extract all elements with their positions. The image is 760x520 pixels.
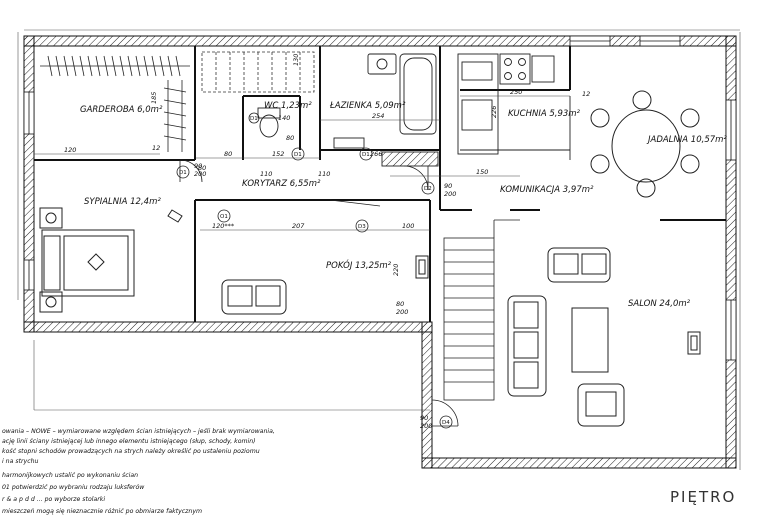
door-tag-2: D1 bbox=[294, 152, 302, 158]
dim-80c: 80 bbox=[396, 300, 404, 308]
door-swings bbox=[179, 159, 459, 427]
dim-80d: 80 bbox=[286, 134, 294, 142]
dim-80a: 80 bbox=[198, 164, 206, 172]
door-tag-1: D1 bbox=[179, 170, 187, 176]
dim-254: 254 bbox=[372, 112, 384, 120]
dim-100: 100 bbox=[402, 222, 414, 230]
sheet-title: PIĘTRO bbox=[670, 488, 736, 506]
bed bbox=[39, 207, 183, 313]
room-pokoj: POKÓJ 13,25m² bbox=[326, 259, 392, 271]
room-lazienka: ŁAZIENKA 5,09m² bbox=[329, 101, 406, 111]
dim-130: 130 bbox=[292, 54, 300, 66]
note-line-5: harmonijkowych ustalić po wykonaniu ścia… bbox=[2, 471, 138, 479]
kitchen-fixtures bbox=[457, 53, 571, 160]
dim-152: 152 bbox=[272, 150, 284, 158]
dim-150: 150 bbox=[476, 168, 488, 176]
dim-226: 226 bbox=[490, 106, 498, 118]
room-wc: WC 1,23m² bbox=[264, 101, 312, 111]
room-jadalnia: JADALNIA 10,57m² bbox=[646, 135, 727, 145]
door-tag-8: D1 bbox=[250, 116, 258, 122]
dim-110a: 110 bbox=[260, 170, 272, 178]
dim-120s: 120*** bbox=[212, 222, 235, 230]
dimension-lines bbox=[34, 95, 570, 231]
interior-walls bbox=[34, 46, 726, 322]
dim-12a: 12 bbox=[152, 144, 160, 152]
door-tags bbox=[176, 112, 453, 429]
room-sypialnia: SYPIALNIA 12,4m² bbox=[84, 197, 161, 207]
notes: owania – NOWE – wymiarowane względem ści… bbox=[2, 427, 275, 515]
attic-stairs bbox=[201, 51, 315, 93]
dim-220: 220 bbox=[392, 264, 400, 276]
door-tag-6: D4 bbox=[442, 420, 450, 426]
bathroom-fixtures bbox=[257, 53, 439, 167]
room-garderoba: GARDEROBA 6,0m² bbox=[80, 105, 163, 115]
extension-lines bbox=[17, 29, 741, 470]
dim-200b: 200 bbox=[194, 170, 206, 178]
dim-200c: 200 bbox=[396, 308, 408, 316]
dim-110b: 110 bbox=[318, 170, 330, 178]
dim-90b: 90 bbox=[194, 162, 202, 170]
room-komunikacja: KOMUNIKACJA 3,97m² bbox=[500, 185, 594, 195]
dim-185: 185 bbox=[150, 92, 158, 104]
room-kuchnia: KUCHNIA 5,93m² bbox=[508, 109, 581, 119]
dim-120: 120 bbox=[64, 146, 76, 154]
dining-set bbox=[590, 90, 700, 198]
room-salon: SALON 24,0m² bbox=[628, 299, 691, 309]
note-line-6: 01 potwierdzić po wybraniu rodzaju luksf… bbox=[2, 483, 145, 491]
door-tag-4: D2 bbox=[424, 186, 432, 192]
tv-icons bbox=[415, 255, 701, 355]
note-line-1: owania – NOWE – wymiarowane względem ści… bbox=[2, 427, 275, 435]
dim-266: 266 bbox=[370, 150, 382, 158]
dim-250: 250 bbox=[510, 88, 522, 96]
wardrobe-hangers bbox=[40, 55, 190, 152]
note-line-4: i na strychu bbox=[2, 457, 39, 465]
door-tag-5: D3 bbox=[358, 224, 366, 230]
dim-140: 140 bbox=[278, 114, 290, 122]
dim-90c: 90 bbox=[420, 414, 428, 422]
main-staircase bbox=[443, 219, 520, 401]
sofas bbox=[221, 247, 625, 427]
dim-12b: 12 bbox=[582, 90, 590, 98]
exterior-walls bbox=[23, 35, 737, 469]
dimension-labels: 120 185 12 80 80 110 152 110 140 254 250… bbox=[64, 54, 590, 430]
dim-80b: 80 bbox=[224, 150, 232, 158]
door-tag-7: O1 bbox=[220, 214, 228, 220]
note-line-8: mieszczeń mogą się nieznacznie różnić po… bbox=[2, 507, 202, 515]
note-line-7: r & a p d d ... po wyborze stolarki bbox=[2, 495, 105, 503]
door-tag-3: D1 bbox=[362, 152, 370, 158]
dim-207: 207 bbox=[292, 222, 305, 230]
room-labels: GARDEROBA 6,0m² WC 1,23m² ŁAZIENKA 5,09m… bbox=[80, 101, 727, 309]
dim-200a: 200 bbox=[444, 190, 456, 198]
door-tag-labels: D1 D1 D1 D2 D3 D4 O1 D1 bbox=[179, 116, 450, 426]
note-line-3: kość stopni schodów prowadzących na stry… bbox=[2, 447, 260, 455]
windows bbox=[23, 35, 737, 361]
note-line-2: ację linii ściany istniejącej lub innego… bbox=[2, 437, 256, 445]
dim-200d: 200 bbox=[420, 422, 432, 430]
room-korytarz: KORYTARZ 6,55m² bbox=[242, 179, 321, 189]
dim-90a: 90 bbox=[444, 182, 452, 190]
